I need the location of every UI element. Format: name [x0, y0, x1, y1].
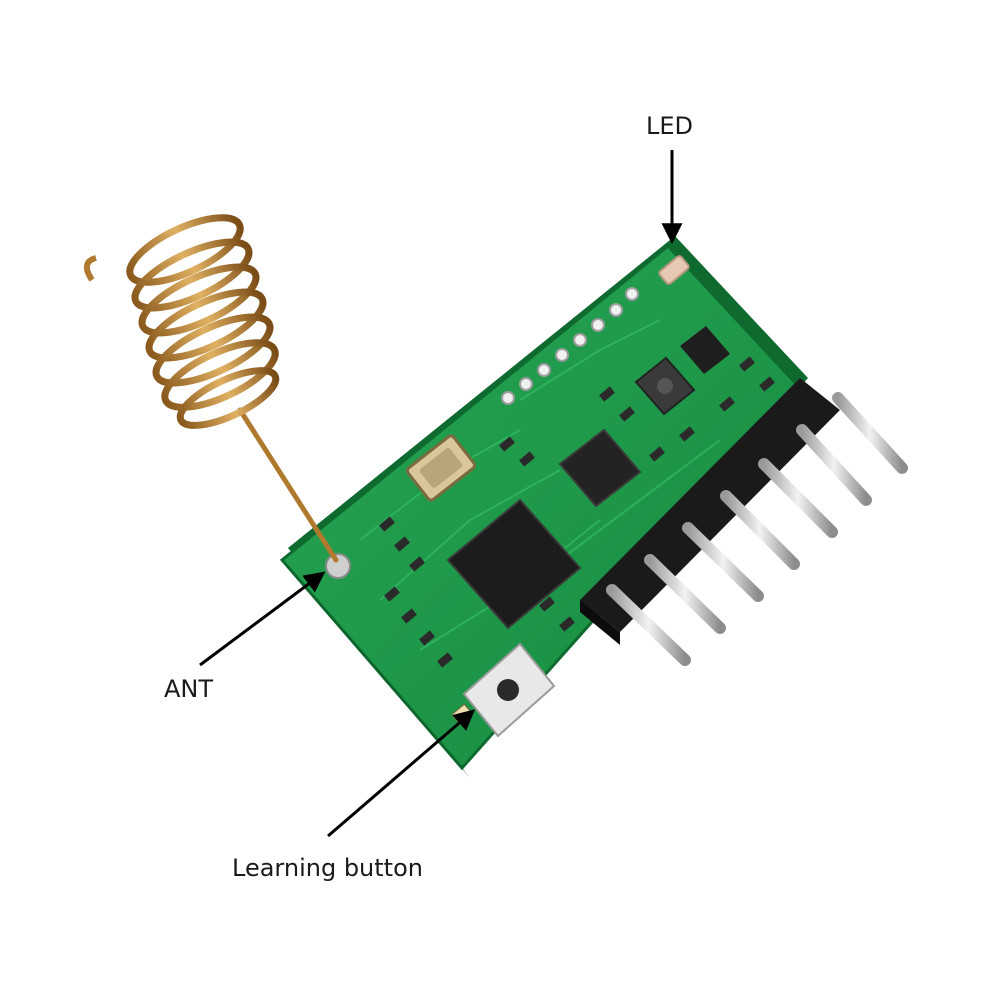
led-label: LED: [646, 112, 694, 140]
callout-arrows: [199, 150, 683, 838]
header-pins: [606, 392, 908, 666]
inductor: [634, 356, 696, 416]
antenna-pad: [325, 553, 351, 579]
learning-button-label: Learning button: [232, 854, 423, 882]
ant-arrow: [199, 571, 326, 667]
learning-button-arrow: [327, 709, 476, 838]
led-component: [658, 255, 690, 285]
crystal-oscillator: [405, 434, 477, 502]
voltage-regulator: [680, 326, 730, 374]
secondary-ic-chip: [558, 428, 642, 508]
via-holes: [501, 287, 639, 405]
ant-label: ANT: [164, 675, 214, 703]
antenna-coil: [83, 214, 339, 563]
pin-header: [580, 378, 840, 645]
main-ic-chip: [446, 498, 582, 630]
learning-button: [451, 642, 556, 738]
smd-components: [379, 356, 775, 668]
